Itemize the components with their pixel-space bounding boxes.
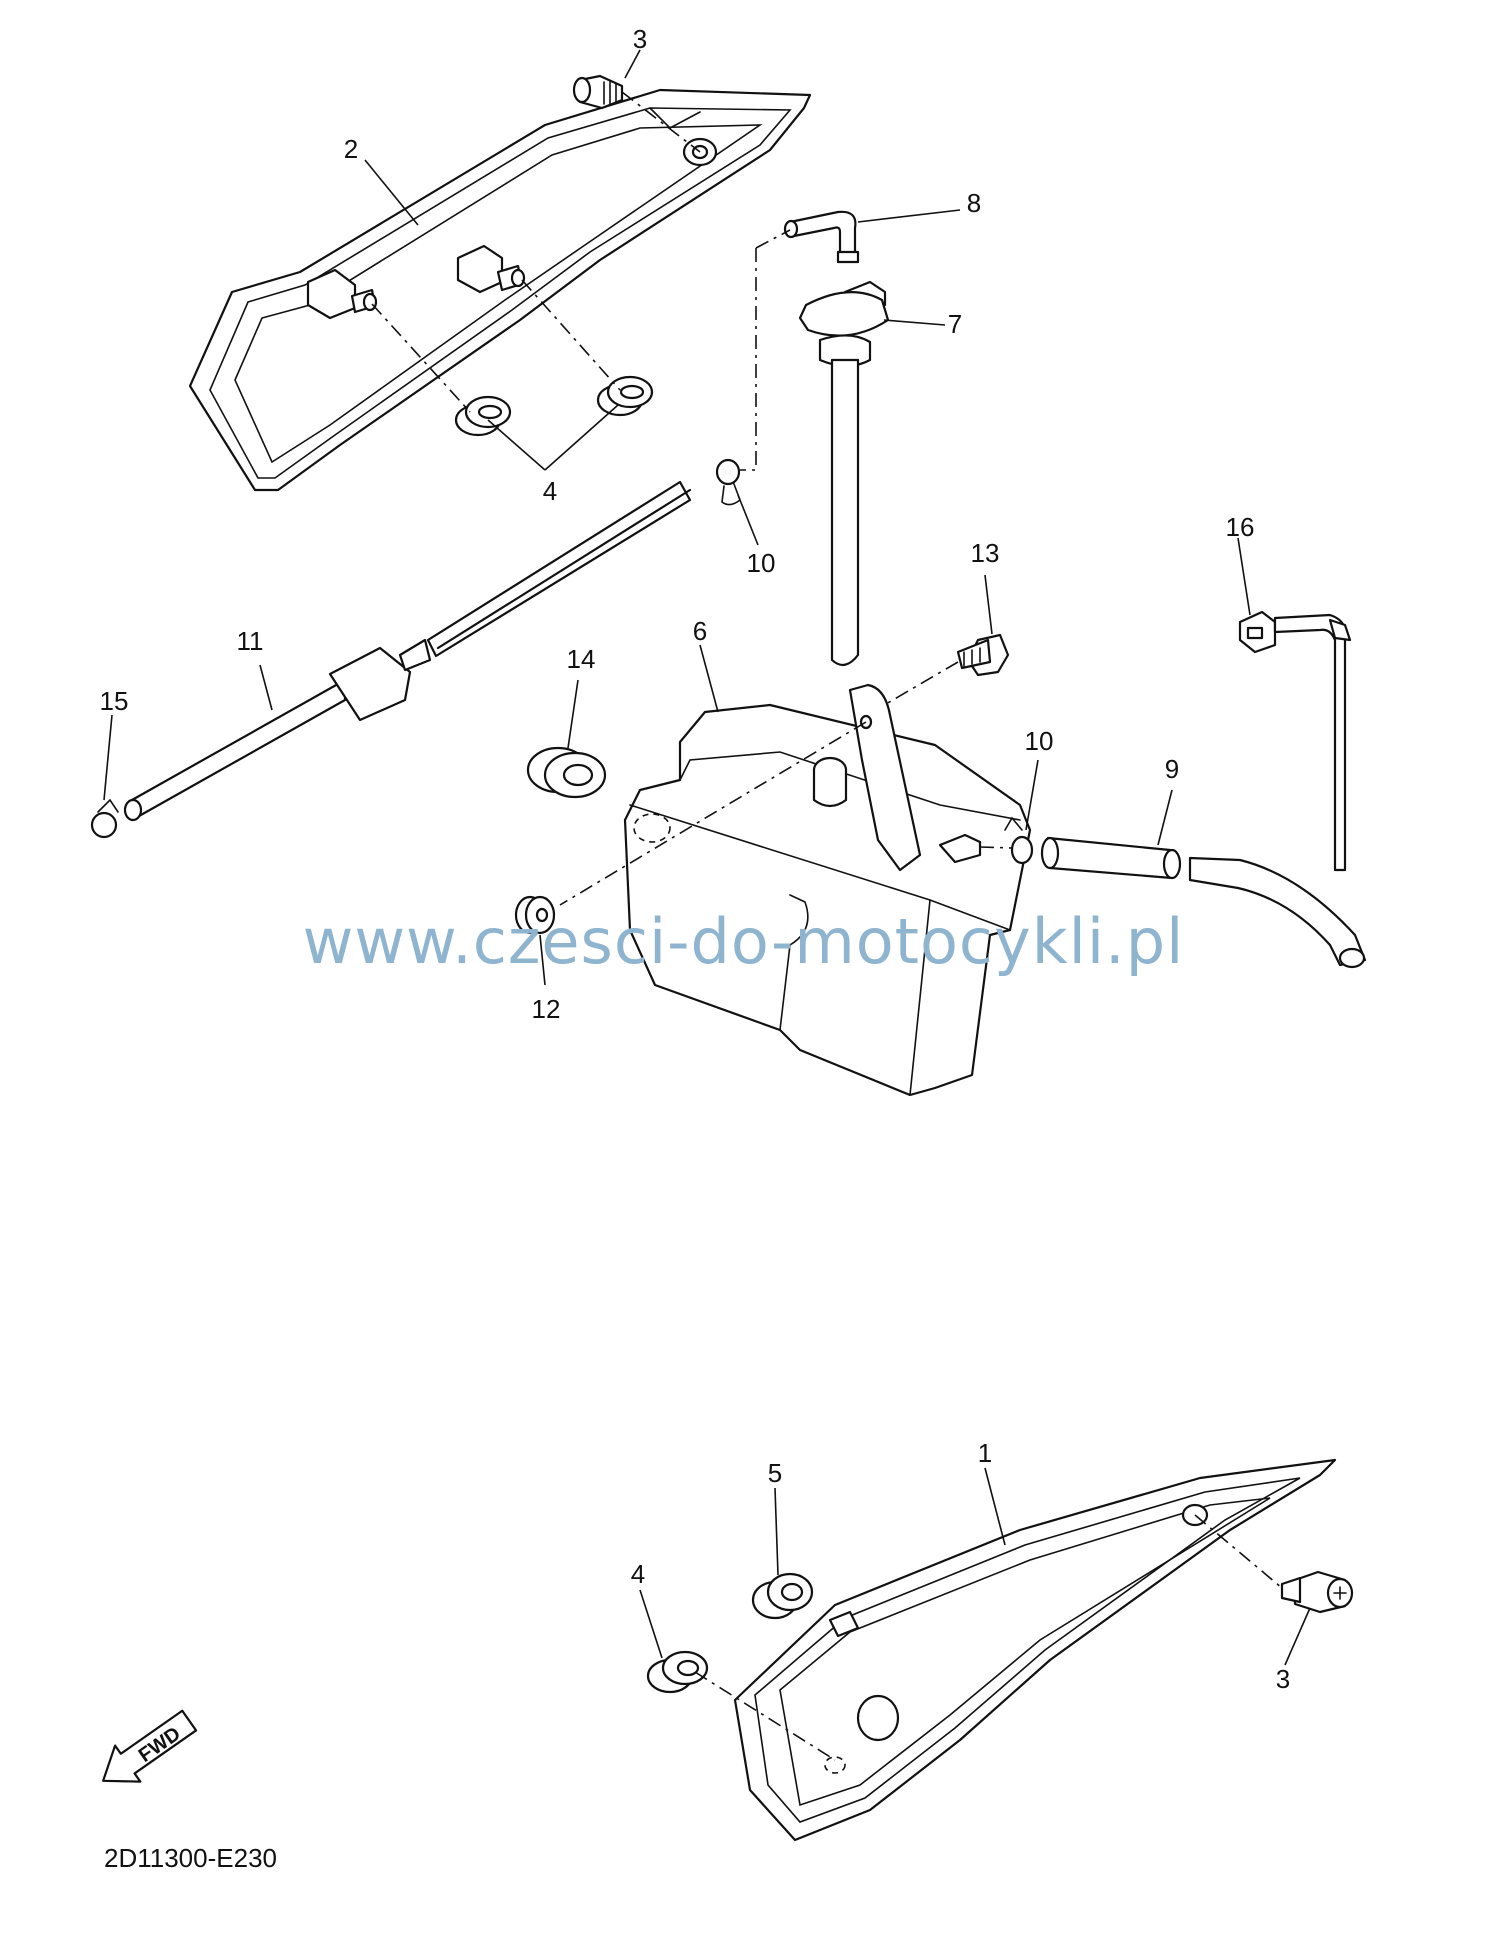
washer-12	[514, 895, 556, 935]
callout-labels: 3 2 4 8 7 10 11 15 6 14 13 10 9 16 12 1 …	[100, 24, 1291, 1694]
callout-16: 16	[1226, 512, 1255, 542]
hose-11	[123, 480, 692, 822]
callout-12: 12	[532, 994, 561, 1024]
overflow-hose-9	[1040, 836, 1367, 969]
callout-1: 1	[978, 1438, 992, 1468]
callout-10-upper: 10	[747, 548, 776, 578]
watermark: www.czesci-do-motocykli.pl	[302, 905, 1185, 978]
hose-clip-10-upper	[715, 458, 741, 506]
reservoir-tank-6	[623, 683, 1032, 1097]
callout-11: 11	[237, 626, 264, 656]
callout-8: 8	[967, 188, 981, 218]
grommet-14	[526, 746, 607, 799]
diagram-code: 2D11300-E230	[104, 1843, 277, 1873]
grommet-4-upper-left	[454, 395, 512, 437]
callout-5: 5	[768, 1458, 782, 1488]
hose-clip-15	[90, 798, 119, 839]
bolt-13	[956, 633, 1010, 677]
callout-6: 6	[693, 616, 707, 646]
grommet-4-lower	[646, 1650, 709, 1694]
callout-9: 9	[1165, 754, 1179, 784]
callout-13: 13	[971, 538, 1000, 568]
callout-14: 14	[567, 644, 596, 674]
screw-3-lower	[1280, 1570, 1354, 1614]
callout-10-right: 10	[1025, 726, 1054, 756]
screw-3-top	[572, 74, 624, 110]
grommet-4-upper-right	[596, 375, 654, 417]
strap-16	[1238, 610, 1352, 872]
callout-3-lower: 3	[1276, 1664, 1290, 1694]
hose-clip-10-right	[1004, 816, 1034, 865]
leader-lines	[103, 49, 1311, 1666]
fwd-arrow-icon: FWD	[102, 1709, 198, 1783]
callout-3-top: 3	[633, 24, 647, 54]
callout-15: 15	[100, 686, 129, 716]
callout-2: 2	[344, 134, 358, 164]
side-cover-lower	[733, 1458, 1337, 1842]
grommet-5	[751, 1572, 814, 1620]
callout-4-lower: 4	[631, 1559, 645, 1589]
callout-7: 7	[948, 309, 962, 339]
filler-cap-7	[798, 280, 890, 667]
callout-4-upper: 4	[543, 476, 557, 506]
elbow-pipe-8	[783, 210, 860, 264]
